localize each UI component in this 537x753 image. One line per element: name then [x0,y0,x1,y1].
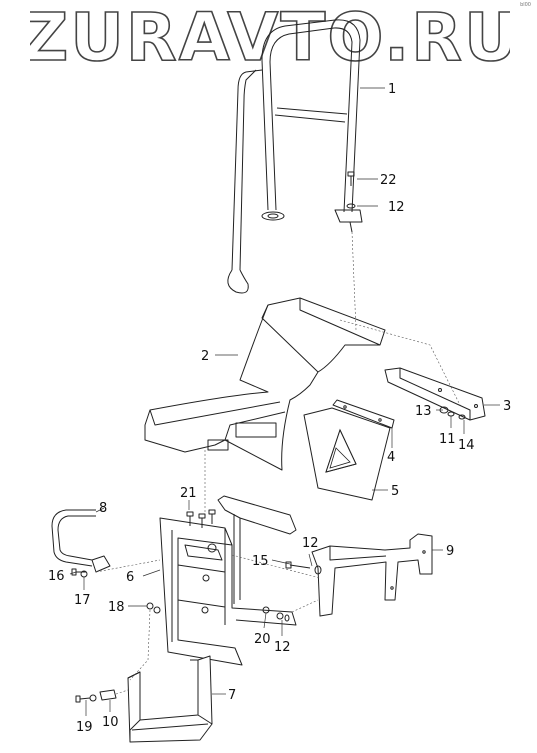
callout-17: 17 [74,593,91,608]
fastener-18 [146,602,161,614]
frame-arm-part [217,495,297,604]
callout-2: 2 [201,349,209,364]
corner-mark: bl00 [520,2,531,8]
mounting-strip-part [332,399,395,429]
callout-6: 6 [126,570,134,585]
callout-15: 15 [252,554,269,569]
fastener-group-19-10 [75,689,117,703]
roll-bar-part [227,19,363,294]
callout-7: 7 [228,688,236,703]
assembly-lines [95,231,461,695]
callout-16: 16 [48,569,65,584]
fastener-group-16-17 [71,568,88,578]
washer-12-top [346,203,356,209]
callouts: 1 22 12 2 3 13 11 14 4 5 8 21 12 9 15 6 … [48,82,511,735]
handle-part [51,509,111,573]
callout-10: 10 [102,715,119,730]
callout-11: 11 [439,432,456,447]
callout-1: 1 [388,82,396,97]
fender-part [144,297,386,471]
callout-9: 9 [446,544,454,559]
callout-20: 20 [254,632,271,647]
callout-3: 3 [503,399,511,414]
side-bracket-part [384,367,486,421]
main-frame-part [159,517,297,666]
fastener-group-20-12 [262,606,290,622]
callout-4: 4 [387,450,395,465]
step-ladder-part [127,655,213,743]
callout-18: 18 [108,600,125,615]
watermark: ZURAVTO.RU [30,2,510,72]
mud-flap-part [303,407,391,501]
callout-12-mid: 12 [302,536,319,551]
bolt-22 [347,171,355,186]
bracket-9-part [311,533,433,617]
bolt-15 [285,561,311,569]
callout-5: 5 [391,484,399,499]
callout-8: 8 [99,501,107,516]
leader-lines [69,87,500,716]
callout-19: 19 [76,720,93,735]
watermark-text: ZURAVTO.RU [30,2,510,72]
washer-12-mid [314,565,322,575]
callout-22: 22 [380,173,397,188]
callout-21: 21 [180,486,197,501]
bolt-group-21 [186,509,216,528]
callout-13: 13 [415,404,432,419]
callout-12-bottom: 12 [274,640,291,655]
callout-14: 14 [458,438,475,453]
callout-12-top: 12 [388,200,405,215]
